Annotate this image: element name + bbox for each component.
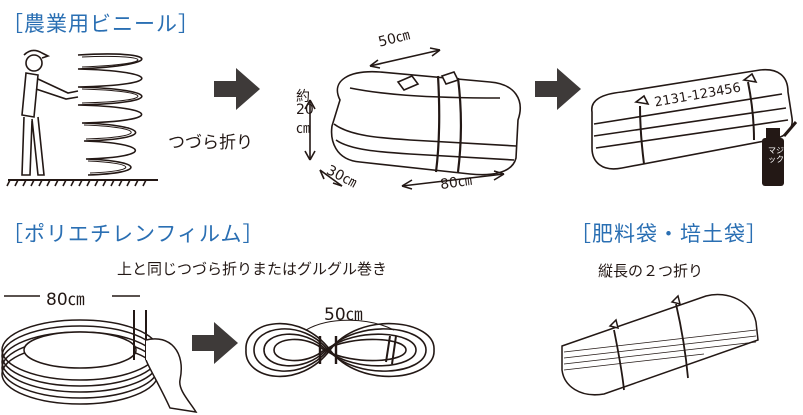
heading-agricultural-vinyl: ［農業用ビニール］ [2,12,200,36]
folded-bags-illustration [561,293,759,396]
person-folding-illustration [6,49,158,187]
heading-fertilizer-bags: ［肥料袋・培土袋］ [570,222,768,246]
marker-text: マジック [768,146,784,164]
poly-subtitle: 上と同じつづら折りまたはグルグル巻き [117,260,388,278]
fold-label: つづら折り [168,133,253,153]
marker-pen-icon [762,121,798,186]
arrow-right-icon [192,322,238,364]
coiled-film-illustration [1,295,198,413]
coil-50cm-label: 50㎝ [324,305,363,325]
bags-subtitle: 縦長の２つ折り [598,262,704,280]
dimension-height-unit: ㎝ [296,121,310,137]
dimension-height-approx: 約 [296,89,310,105]
coil-80cm-label: 80㎝ [46,290,85,310]
figure-eight-coil-illustration [245,319,435,378]
arrow-right-icon [214,68,260,110]
marked-bundle-illustration [591,68,798,186]
dimension-height-value: 20 [296,102,314,118]
folded-bundle-illustration [304,47,521,190]
arrow-right-icon [535,68,581,110]
heading-polyethylene-film: ［ポリエチレンフィルム］ [2,222,265,246]
